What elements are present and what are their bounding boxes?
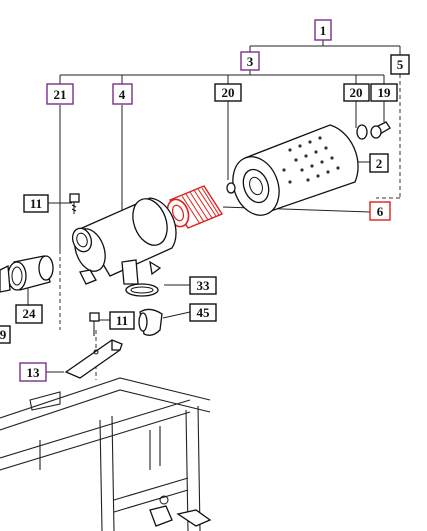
svg-text:5: 5 bbox=[397, 57, 404, 72]
svg-text:6: 6 bbox=[377, 204, 384, 219]
svg-text:24: 24 bbox=[23, 306, 37, 321]
svg-text:20: 20 bbox=[350, 85, 363, 100]
mounting-bracket-part bbox=[64, 339, 123, 379]
callout-13: 13 bbox=[19, 362, 47, 382]
air-cleaner-body-part bbox=[71, 197, 177, 285]
callout-20-right: 20 bbox=[343, 83, 370, 102]
svg-text:4: 4 bbox=[119, 87, 126, 102]
callout-3: 3 bbox=[240, 51, 260, 71]
bolt-lower-part bbox=[89, 312, 100, 336]
svg-text:2: 2 bbox=[376, 156, 383, 171]
callout-4: 4 bbox=[112, 83, 133, 105]
callout-21: 21 bbox=[46, 83, 74, 105]
bolt-part bbox=[69, 193, 80, 214]
svg-text:11: 11 bbox=[30, 196, 42, 211]
callout-11-bottom: 11 bbox=[109, 311, 135, 330]
callout-20-left: 20 bbox=[214, 83, 242, 102]
callout-45: 45 bbox=[189, 303, 217, 322]
frame-part bbox=[0, 377, 212, 531]
elbow-part bbox=[138, 308, 163, 336]
svg-text:13: 13 bbox=[27, 365, 41, 380]
callout-9: 9 bbox=[0, 325, 11, 344]
clamp-part bbox=[125, 260, 162, 297]
svg-text:19: 19 bbox=[378, 85, 392, 100]
callout-5: 5 bbox=[390, 54, 410, 75]
svg-text:11: 11 bbox=[116, 313, 128, 328]
svg-text:3: 3 bbox=[247, 54, 254, 69]
o-ring-part bbox=[226, 182, 236, 194]
hose-part bbox=[0, 255, 54, 293]
callout-19: 19 bbox=[370, 83, 398, 102]
callout-1: 1 bbox=[314, 19, 332, 41]
svg-text:1: 1 bbox=[320, 23, 327, 38]
svg-text:20: 20 bbox=[222, 85, 235, 100]
callout-6: 6 bbox=[369, 201, 391, 221]
filter-element-part bbox=[232, 124, 359, 216]
callout-2: 2 bbox=[369, 153, 389, 173]
svg-text:45: 45 bbox=[197, 305, 211, 320]
callout-11-top: 11 bbox=[23, 194, 49, 213]
wing-nut-part bbox=[356, 121, 391, 140]
callout-24: 24 bbox=[15, 304, 43, 324]
svg-text:21: 21 bbox=[54, 87, 67, 102]
hierarchy-lines bbox=[59, 40, 401, 199]
svg-text:9: 9 bbox=[0, 327, 7, 342]
svg-text:33: 33 bbox=[197, 278, 211, 293]
callout-33: 33 bbox=[189, 276, 217, 295]
